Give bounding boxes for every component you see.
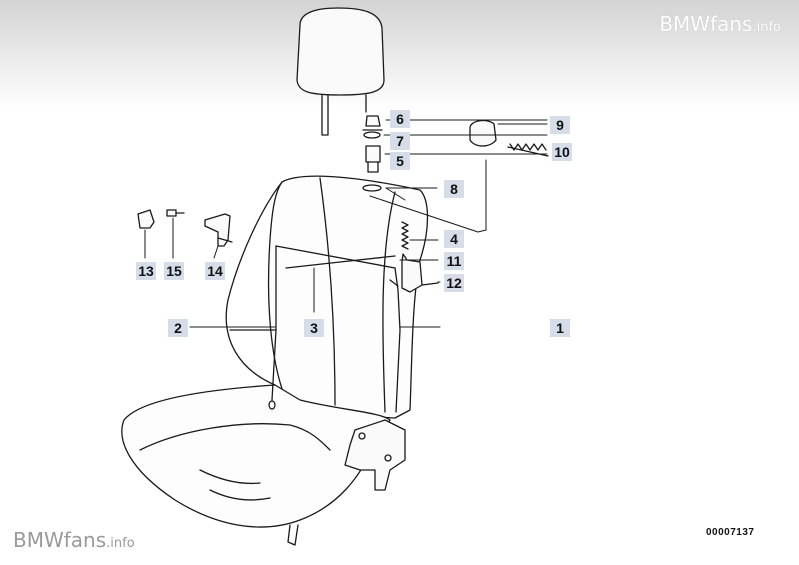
seat-back-drawing [225,175,429,419]
callout-1: 1 [550,319,570,337]
callout-10: 10 [552,143,572,161]
headrest-drawing [296,7,385,136]
release-cable-drawing [268,245,401,413]
callout-9: 9 [550,116,570,134]
callout-6: 6 [390,110,410,128]
cap-and-pin-drawing [469,119,549,157]
callout-8: 8 [444,180,464,198]
watermark-top-suffix: .info [752,20,781,35]
callout-3: 3 [304,319,324,337]
callout-4: 4 [444,230,464,248]
callout-11: 11 [444,252,464,270]
callout-12: 12 [444,274,464,292]
callout-14: 14 [205,262,225,280]
small-parts-drawing [137,209,233,247]
seat-cushion-drawing [121,384,391,546]
watermark-top: BMWfans.info [659,12,781,36]
diagram-number: 00007137 [706,527,755,538]
callout-5: 5 [390,152,410,170]
seat-bracket-drawing [344,419,406,491]
callout-13: 13 [136,262,156,280]
watermark-top-brand: BMWfans [659,12,753,36]
watermark-bottom-suffix: .info [106,536,135,551]
watermark-bottom: BMWfans.info [13,528,135,552]
callout-15: 15 [164,262,184,280]
watermark-bottom-brand: BMWfans [13,528,107,552]
spring-lever-drawing [401,221,439,293]
callout-7: 7 [390,132,410,150]
guide-stack-drawing [362,115,383,192]
callout-2: 2 [168,319,188,337]
leader-lines [144,119,556,328]
